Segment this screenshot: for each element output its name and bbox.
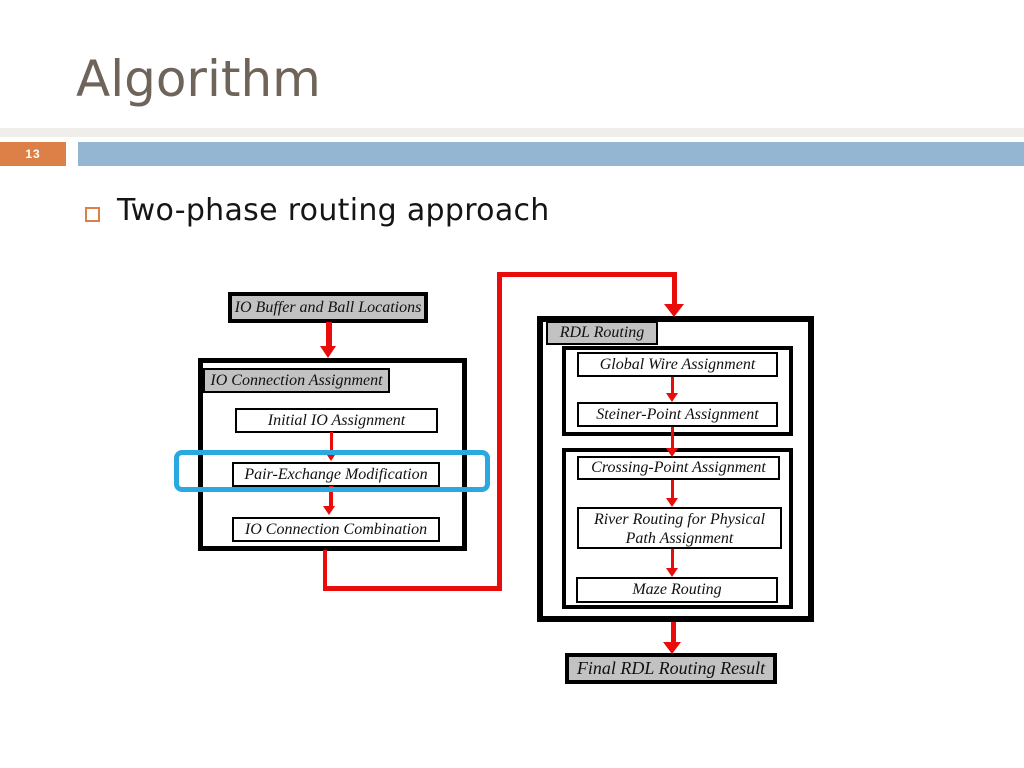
arrow-buffer-to-phase1 <box>326 322 332 348</box>
arrow-into-rdl <box>672 272 677 305</box>
arrow-pair-to-combination <box>329 486 333 507</box>
rdl-routing-label: RDL Routing <box>546 321 658 345</box>
title-underline-band <box>0 128 1024 137</box>
arrow-global-to-steiner <box>671 377 674 395</box>
header-blue-band <box>78 142 1024 166</box>
arrow-river-to-maze <box>671 549 674 570</box>
arrow-rdl-to-final <box>671 622 676 644</box>
feedback-line-top <box>497 272 677 277</box>
river-routing-box: River Routing for Physical Path Assignme… <box>577 507 782 549</box>
io-connection-assignment-label: IO Connection Assignment <box>203 368 390 393</box>
bullet-text: Two-phase routing approach <box>117 193 550 228</box>
highlight-frame <box>174 450 490 492</box>
pair-exchange-modification-box: Pair-Exchange Modification <box>232 462 440 487</box>
arrowhead-river-to-maze <box>666 568 678 577</box>
arrowhead-steiner-to-crossing <box>666 448 678 457</box>
crossing-point-assignment-box: Crossing-Point Assignment <box>577 456 780 480</box>
io-connection-combination-box: IO Connection Combination <box>232 517 440 542</box>
io-buffer-ball-locations-box: IO Buffer and Ball Locations <box>228 292 428 323</box>
global-wire-assignment-box: Global Wire Assignment <box>577 352 778 377</box>
arrowhead-global-to-steiner <box>666 393 678 402</box>
feedback-line-down <box>323 550 327 590</box>
page-number-badge: 13 <box>0 142 66 166</box>
arrowhead-pair-to-combination <box>323 506 335 515</box>
arrow-steiner-to-crossing <box>671 427 674 450</box>
page-title: Algorithm <box>76 50 321 108</box>
arrow-initial-to-pair <box>330 432 333 454</box>
arrowhead-initial-to-pair <box>325 452 337 461</box>
bullet-square-icon <box>85 207 100 222</box>
feedback-line-up <box>497 272 502 591</box>
arrowhead-rdl-to-final <box>663 642 681 654</box>
initial-io-assignment-box: Initial IO Assignment <box>235 408 438 433</box>
feedback-line-bottom <box>323 586 502 591</box>
arrowhead-into-rdl <box>664 304 684 317</box>
steiner-point-assignment-box: Steiner-Point Assignment <box>577 402 778 427</box>
arrow-crossing-to-river <box>671 480 674 500</box>
arrowhead-crossing-to-river <box>666 498 678 507</box>
maze-routing-box: Maze Routing <box>576 577 778 603</box>
final-rdl-routing-result-box: Final RDL Routing Result <box>565 653 777 684</box>
arrowhead-buffer-to-phase1 <box>320 346 336 358</box>
